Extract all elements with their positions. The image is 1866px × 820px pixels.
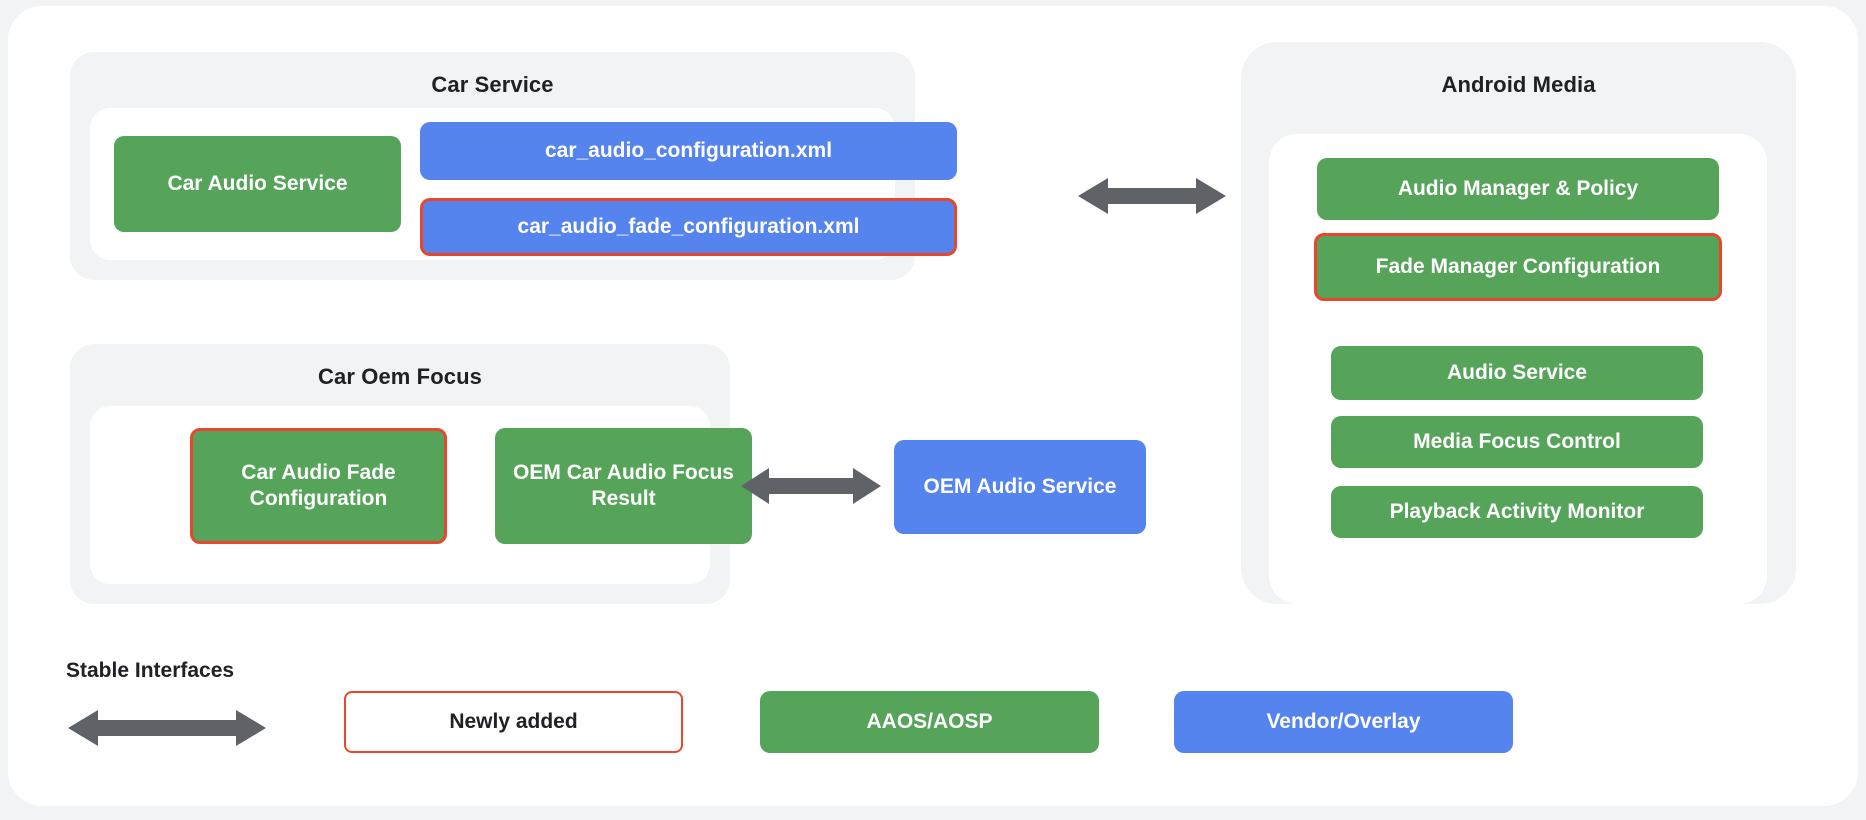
group-android-media-title: Android Media [1441, 72, 1596, 97]
arrow-car-service-to-android-media [1078, 178, 1226, 214]
group-android-media: Android Media Audio Manager & Policy Fad… [1241, 42, 1796, 604]
node-car-audio-service[interactable]: Car Audio Service [114, 136, 401, 232]
legend-item-newly-added-label: Newly added [449, 710, 578, 734]
node-audio-service-label: Audio Service [1446, 361, 1588, 385]
node-fade-manager-configuration-label: Fade Manager Configuration [1375, 255, 1661, 279]
legend-item-aaos-aosp-label: AAOS/AOSP [866, 710, 993, 734]
group-car-service-title: Car Service [431, 72, 554, 97]
legend-item-newly-added[interactable]: Newly added [344, 691, 683, 753]
node-audio-manager-policy-label: Audio Manager & Policy [1397, 177, 1639, 201]
node-car-audio-configuration-xml[interactable]: car_audio_configuration.xml [420, 122, 957, 180]
node-media-focus-control[interactable]: Media Focus Control [1331, 416, 1703, 468]
node-oem-car-audio-focus-result-label: OEM Car Audio Focus Result [513, 461, 734, 510]
node-car-audio-fade-configuration-label: Car Audio Fade Configuration [241, 461, 396, 510]
node-car-audio-service-label: Car Audio Service [167, 172, 348, 196]
car-service-subpanel: Car Audio Service car_audio_configuratio… [90, 108, 957, 260]
car-oem-focus-subpanel: Car Audio Fade Configuration OEM Car Aud… [90, 406, 752, 584]
node-playback-activity-monitor[interactable]: Playback Activity Monitor [1331, 486, 1703, 538]
node-fade-manager-configuration[interactable]: Fade Manager Configuration [1314, 233, 1722, 301]
legend-item-vendor-overlay[interactable]: Vendor/Overlay [1174, 691, 1513, 753]
node-oem-audio-service-label: OEM Audio Service [923, 475, 1117, 499]
page-card: Car Service Car Audio Service car_audio_… [8, 6, 1858, 806]
arrow-car-oem-focus-to-oem-audio-service [741, 468, 881, 504]
legend-item-vendor-overlay-label: Vendor/Overlay [1266, 710, 1421, 734]
node-audio-manager-policy[interactable]: Audio Manager & Policy [1317, 158, 1719, 220]
node-oem-car-audio-focus-result[interactable]: OEM Car Audio Focus Result [495, 428, 752, 544]
group-car-service: Car Service Car Audio Service car_audio_… [70, 52, 957, 280]
node-car-audio-configuration-xml-label: car_audio_configuration.xml [544, 139, 833, 163]
legend-item-aaos-aosp[interactable]: AAOS/AOSP [760, 691, 1099, 753]
node-playback-activity-monitor-label: Playback Activity Monitor [1389, 500, 1645, 524]
group-car-oem-focus: Car Oem Focus Car Audio Fade Configurati… [70, 344, 752, 604]
android-media-subpanel: Audio Manager & Policy Fade Manager Conf… [1269, 134, 1767, 604]
node-car-audio-fade-configuration[interactable]: Car Audio Fade Configuration [190, 428, 447, 544]
node-media-focus-control-label: Media Focus Control [1413, 430, 1621, 454]
node-audio-service[interactable]: Audio Service [1331, 346, 1703, 400]
legend-stable-interfaces-label: Stable Interfaces [66, 659, 235, 682]
node-car-audio-fade-configuration-xml-label: car_audio_fade_configuration.xml [517, 215, 860, 239]
group-car-oem-focus-title: Car Oem Focus [318, 364, 482, 389]
node-oem-audio-service[interactable]: OEM Audio Service [894, 440, 1146, 534]
legend-stable-interfaces-arrow-icon [68, 710, 266, 746]
node-car-audio-fade-configuration-xml[interactable]: car_audio_fade_configuration.xml [420, 198, 957, 256]
